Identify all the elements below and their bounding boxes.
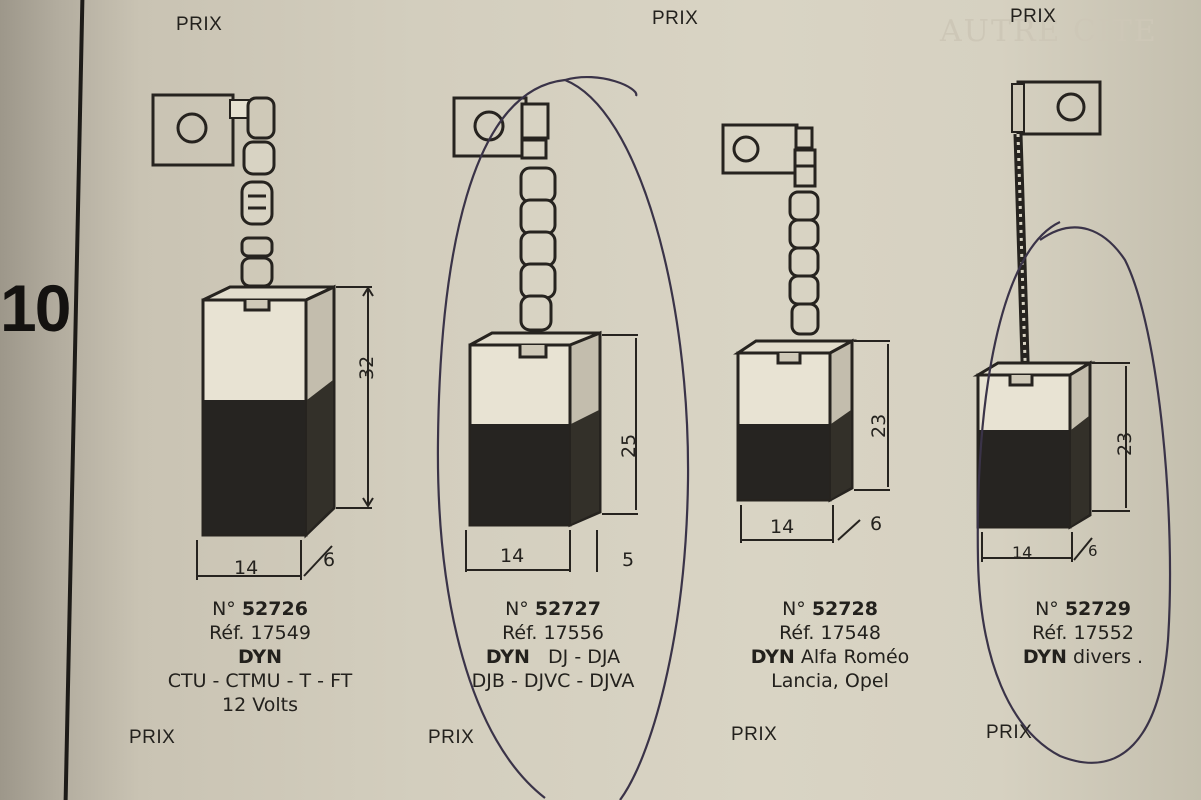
item-brand: DYN — [485, 646, 530, 668]
carbon-section — [471, 424, 569, 524]
item-number: N° 52727 — [505, 598, 601, 620]
dim-height-52726: 32 — [356, 356, 378, 380]
carbon-section — [979, 430, 1069, 526]
dim-height-52728: 23 — [868, 414, 890, 438]
terminal-plate — [151, 93, 235, 167]
item-models-line-1: Alfa Roméo — [800, 646, 910, 668]
dim-width-52729: 14 — [1012, 543, 1032, 562]
brush-drawing-52726: 32 14 6 — [151, 93, 378, 580]
item-label-52727: N° 52727 Réf. 17556 DYN DJ - DJA DJB - D… — [413, 597, 693, 693]
item-label-52729: N° 52729 Réf. 17552 DYN divers . — [943, 597, 1201, 669]
item-number: N° 52726 — [212, 598, 308, 620]
item-label-52728: N° 52728 Réf. 17548 DYN Alfa Roméo Lanci… — [690, 597, 970, 693]
brush-drawing-52728: 23 14 6 — [721, 123, 890, 543]
item-label-52726: N° 52726 Réf. 17549 DYN CTU - CTMU - T -… — [120, 597, 400, 717]
item-models-line-1: DJ - DJA — [548, 646, 621, 668]
dim-depth-52729: 6 — [1088, 542, 1098, 560]
page-number: 10 — [0, 271, 71, 345]
dim-depth-52726: 6 — [323, 549, 335, 571]
item-models-line-1: divers . — [1073, 646, 1144, 668]
item-ref: Réf. 17552 — [1032, 622, 1134, 644]
prix-top-1: PRIX — [176, 14, 223, 35]
item-models-line-1: CTU - CTMU - T - FT — [167, 670, 353, 692]
terminal-hole — [1056, 92, 1086, 122]
prix-52727: PRIX — [428, 727, 475, 748]
bleed-through-text: AUTRE CITE — [940, 14, 1158, 49]
prix-52729: PRIX — [986, 722, 1033, 743]
dim-height-52727: 25 — [618, 434, 640, 458]
item-ref: Réf. 17556 — [502, 622, 604, 644]
carbon-section — [204, 400, 305, 534]
item-brand: DYN — [750, 646, 795, 668]
item-brand: DYN — [1022, 646, 1067, 668]
dim-width-52726: 14 — [234, 557, 258, 579]
prix-52726: PRIX — [129, 727, 176, 748]
item-number: N° 52729 — [1035, 598, 1131, 620]
dim-width-52727: 14 — [500, 545, 524, 567]
carbon-section — [739, 424, 829, 499]
item-brand: DYN — [237, 646, 283, 668]
pen-circle-52729 — [976, 221, 1172, 764]
item-number: N° 52728 — [782, 598, 878, 620]
prix-top-2: PRIX — [652, 8, 699, 29]
brush-drawing-52729: 23 14 6 — [972, 80, 1136, 562]
brush-drawing-52727: 25 14 5 — [452, 96, 640, 572]
item-models-line-2: DJB - DJVC - DJVA — [471, 670, 635, 692]
terminal-hole — [176, 112, 208, 144]
pen-circle-52727 — [436, 75, 690, 800]
item-ref: Réf. 17548 — [779, 622, 881, 644]
item-ref: Réf. 17549 — [209, 622, 311, 644]
dim-depth-52728: 6 — [870, 513, 882, 535]
dim-depth-52727: 5 — [622, 549, 634, 571]
item-models-line-2: Lancia, Opel — [771, 670, 889, 692]
terminal-plate — [452, 96, 528, 158]
prix-top-3: PRIX — [1010, 6, 1057, 27]
item-models-line-2: 12 Volts — [222, 694, 298, 716]
terminal-hole — [473, 110, 505, 142]
dim-height-52729: 23 — [1114, 432, 1136, 456]
terminal-hole — [732, 135, 760, 163]
dim-width-52728: 14 — [770, 516, 794, 538]
prix-52728: PRIX — [731, 724, 778, 745]
